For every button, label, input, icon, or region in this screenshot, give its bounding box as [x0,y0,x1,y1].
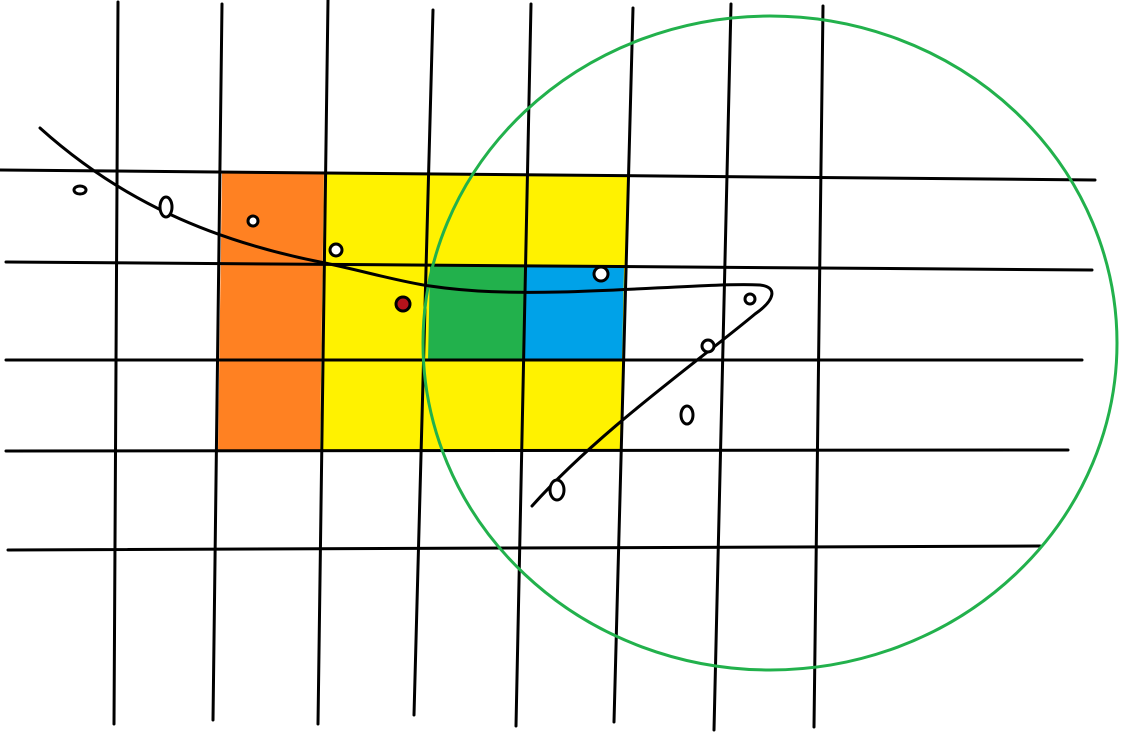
sample-point [679,404,695,426]
sample-point [592,265,610,283]
v-grid-line [112,0,120,726]
sample-point [328,242,344,258]
range-circle [421,14,1119,672]
h-grid-line [0,168,1097,182]
colored-cells [218,172,628,450]
h-grid-line [6,544,1042,552]
horizontal-grid-lines [0,168,1097,552]
v-grid-line [712,2,733,732]
sample-point [548,478,566,502]
sample-points [72,184,757,502]
v-grid-line [812,4,825,729]
sample-point [700,338,716,354]
sample-point [246,214,260,228]
sample-point [743,292,757,306]
blue-cell-region [524,266,624,361]
trajectory-curve [38,126,774,508]
highlighted-point [394,295,412,313]
v-grid-line [612,6,635,724]
v-grid-line [514,2,533,728]
green-cell-region [428,265,526,361]
sample-point [72,184,88,196]
h-grid-line [4,260,1094,272]
v-grid-line [316,0,330,726]
h-grid-line [4,448,1070,453]
orange-cell-region [218,172,324,450]
sample-point [158,195,174,219]
v-grid-line [211,2,224,722]
